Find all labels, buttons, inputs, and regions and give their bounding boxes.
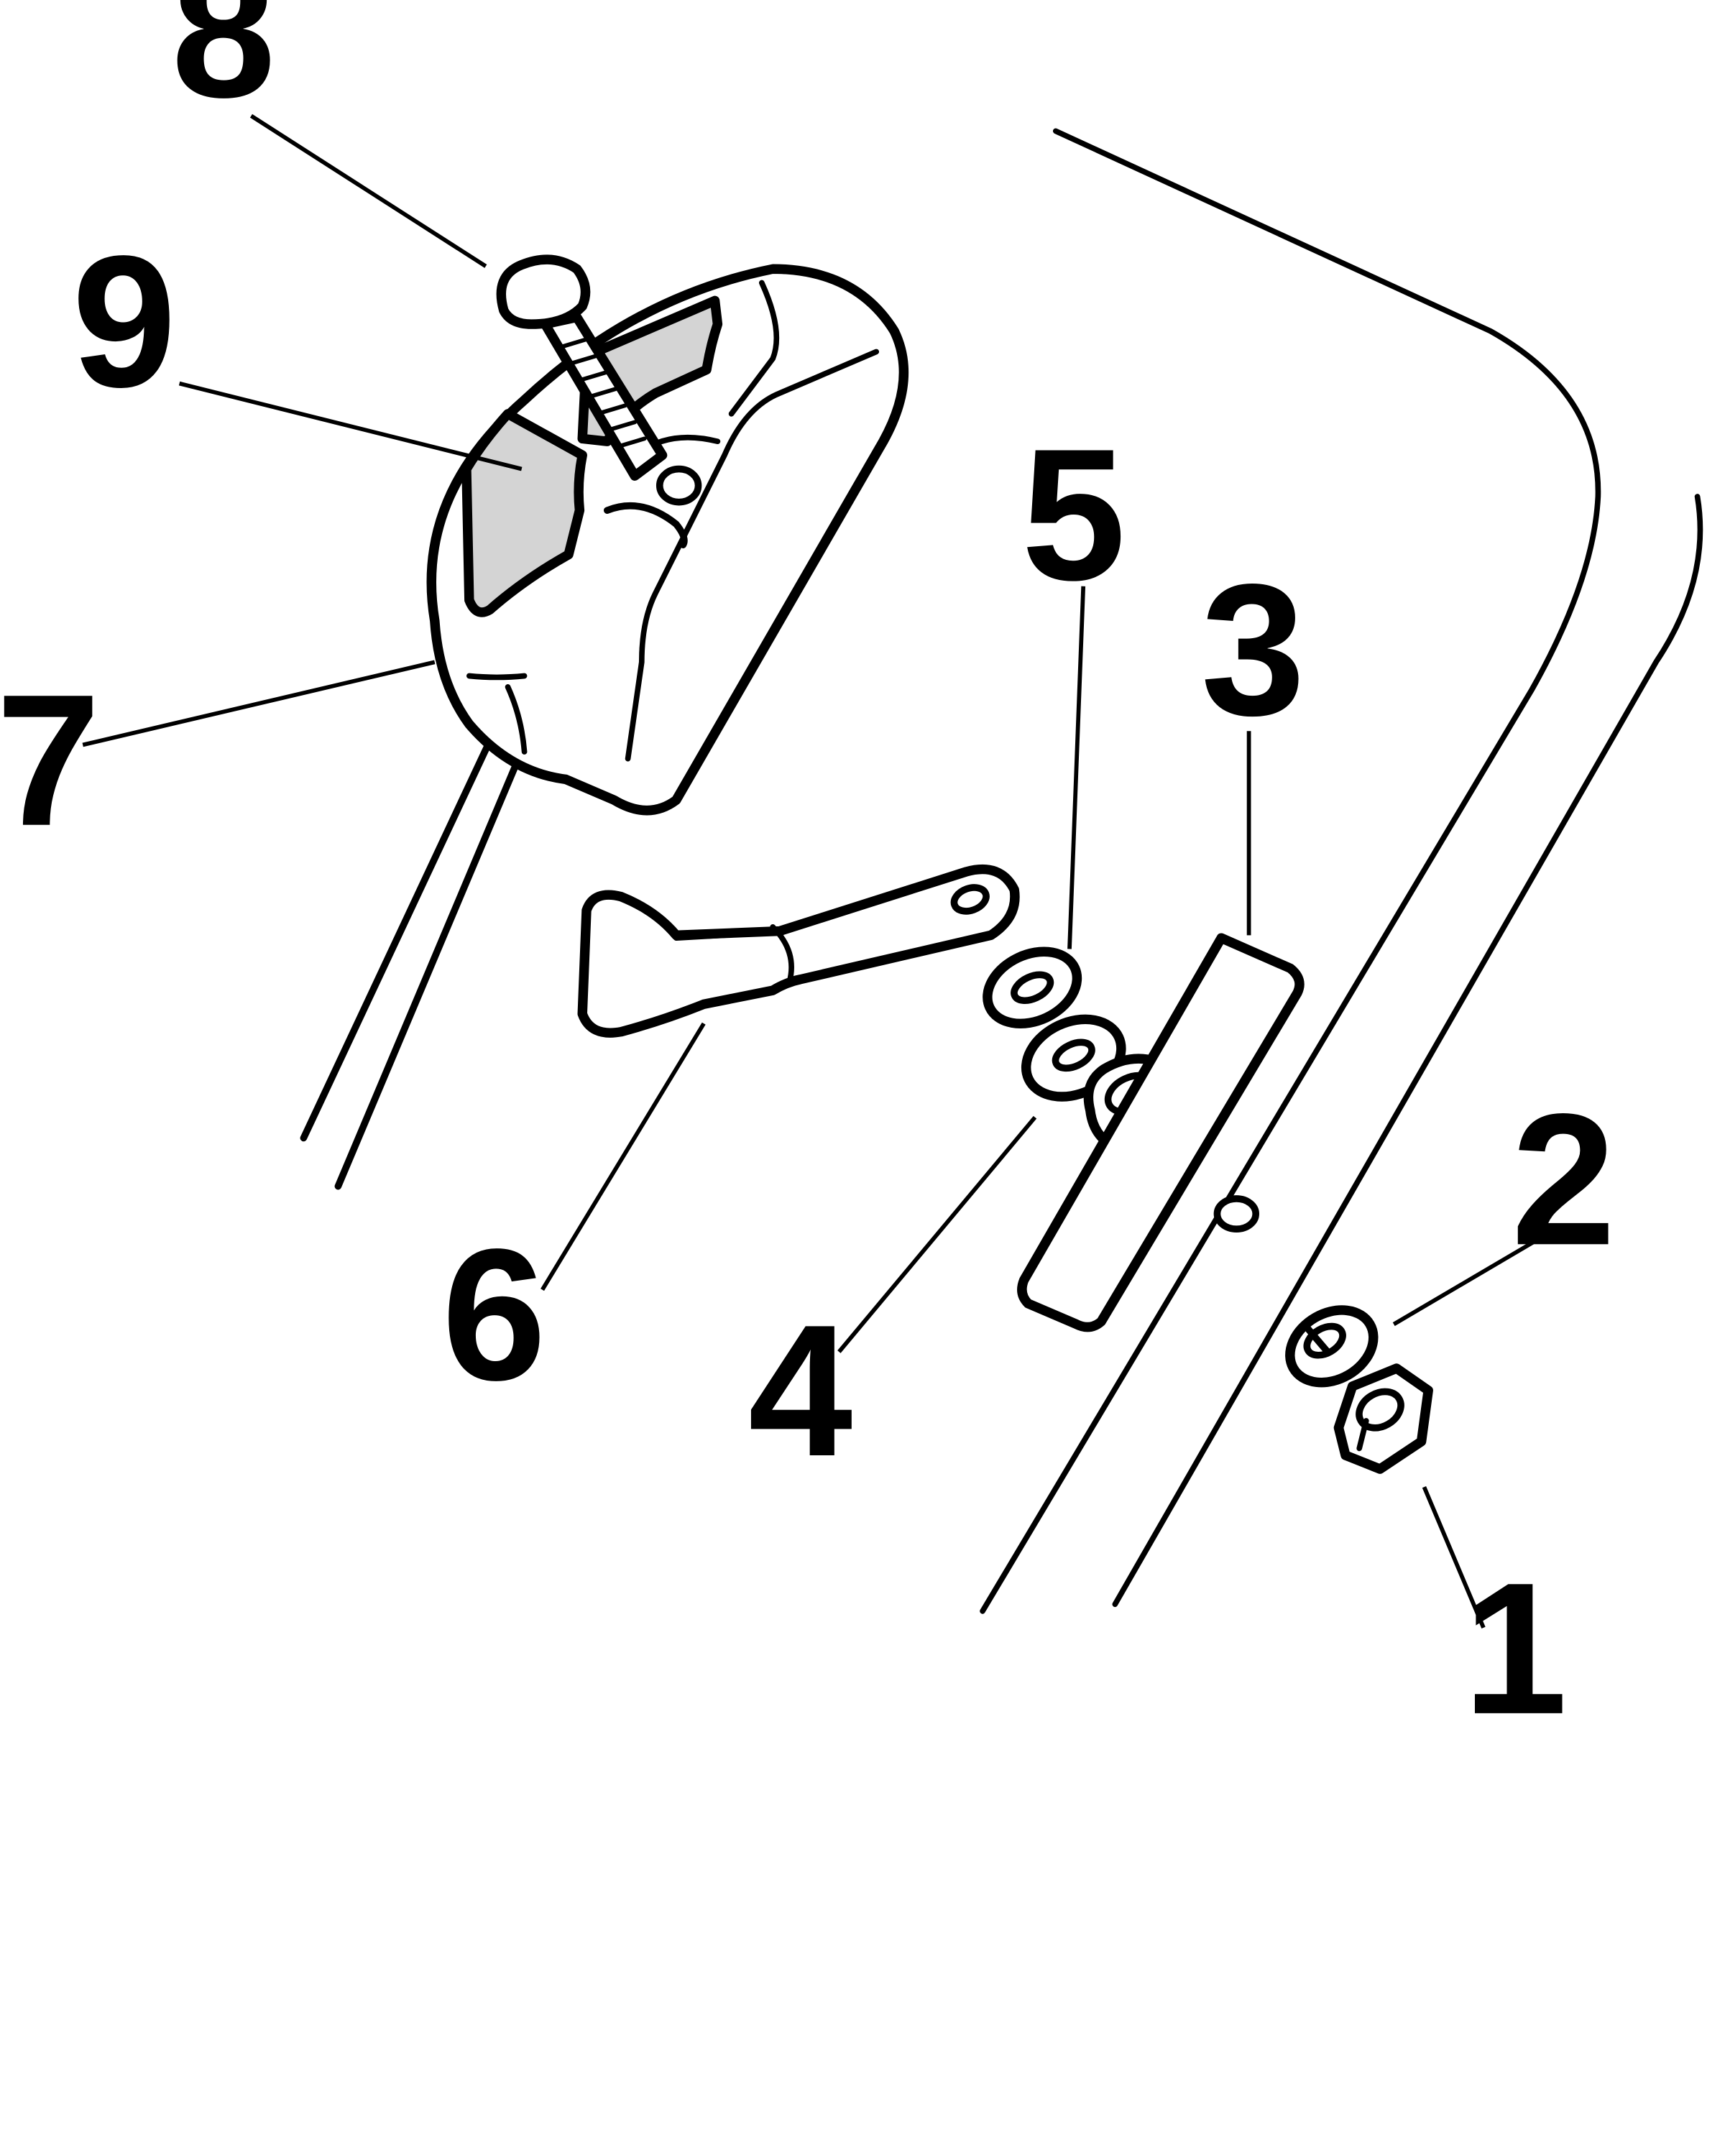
bolt-threads xyxy=(556,337,647,449)
leader-2 xyxy=(1392,1239,1536,1327)
callout-6: 6 xyxy=(442,1210,546,1419)
handle-frame xyxy=(980,128,1703,1614)
leader-lines xyxy=(82,114,1536,1628)
handle-tube-left xyxy=(300,693,531,1190)
callout-9: 9 xyxy=(72,217,176,426)
carriage-bolt xyxy=(496,254,668,481)
leader-6 xyxy=(540,1022,706,1291)
control-lever xyxy=(577,864,1020,1038)
housing-pivot xyxy=(604,434,721,548)
callout-4: 4 xyxy=(748,1286,854,1496)
nut xyxy=(1333,1363,1433,1474)
callout-numbers: 8 9 7 5 3 6 4 2 1 xyxy=(0,0,1616,1754)
leader-8 xyxy=(249,114,487,268)
callout-3: 3 xyxy=(1201,545,1305,755)
lock-washer xyxy=(1285,1305,1379,1388)
leader-4 xyxy=(837,1115,1037,1353)
callout-1: 1 xyxy=(1463,1544,1568,1754)
leader-5 xyxy=(1067,586,1086,949)
callout-5: 5 xyxy=(1021,410,1126,619)
leader-1 xyxy=(1422,1485,1486,1628)
washer xyxy=(983,946,1082,1029)
callout-7: 7 xyxy=(0,656,101,865)
leader-9 xyxy=(178,381,523,471)
callout-8: 8 xyxy=(171,0,275,137)
callout-2: 2 xyxy=(1512,1075,1616,1284)
leader-7 xyxy=(82,660,436,747)
control-housing xyxy=(426,264,909,816)
bracket-plate xyxy=(1017,933,1305,1332)
